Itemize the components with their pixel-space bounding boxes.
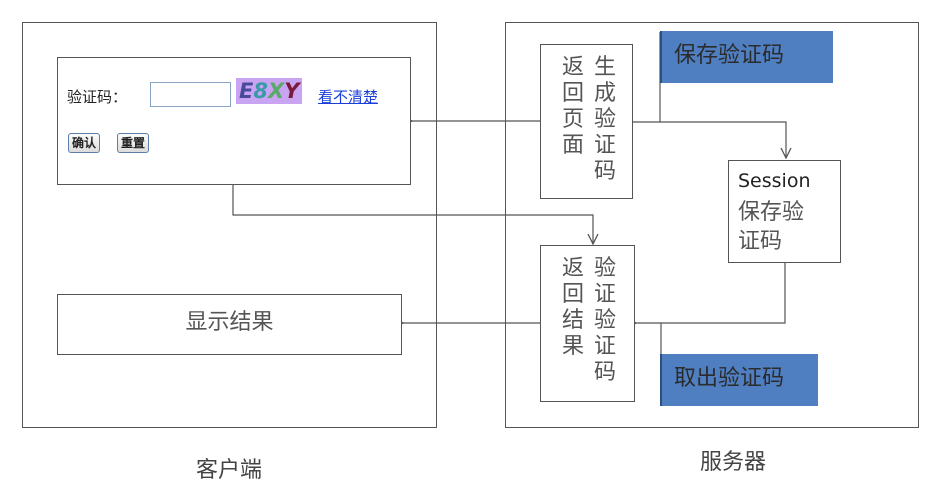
confirm-button[interactable]: 确认 xyxy=(68,133,101,153)
arrow-session-to-verify xyxy=(636,262,786,323)
reset-button[interactable]: 重置 xyxy=(117,133,150,153)
captcha-label: 验证码： xyxy=(67,88,128,106)
client-title: 客户端 xyxy=(196,458,263,483)
session-title: Session xyxy=(738,170,811,192)
captcha-image: E8XY xyxy=(236,78,303,104)
generate-box xyxy=(540,44,633,199)
save-captcha-label: 保存验证码 xyxy=(660,31,833,83)
result-box: 显示结果 xyxy=(57,294,402,355)
captcha-input[interactable] xyxy=(150,82,231,107)
generate-col1: 返回页面 xyxy=(561,55,584,158)
verify-box xyxy=(540,245,635,402)
refresh-captcha-link[interactable]: 看不清楚 xyxy=(318,88,379,106)
captcha-form xyxy=(57,57,411,185)
result-text: 显示结果 xyxy=(185,310,274,335)
session-box xyxy=(728,160,841,263)
server-panel xyxy=(505,22,919,428)
server-title: 服务器 xyxy=(700,450,767,475)
arrow-submit xyxy=(232,185,593,244)
generate-col2: 生成验证码 xyxy=(593,55,616,184)
client-panel xyxy=(22,22,437,428)
verify-col2: 验证验证码 xyxy=(593,256,616,385)
verify-col1: 返回结果 xyxy=(561,256,584,359)
session-text: 保存验证码 xyxy=(738,200,805,254)
fetch-captcha-label: 取出验证码 xyxy=(660,354,818,406)
arrow-to-session xyxy=(632,121,786,158)
